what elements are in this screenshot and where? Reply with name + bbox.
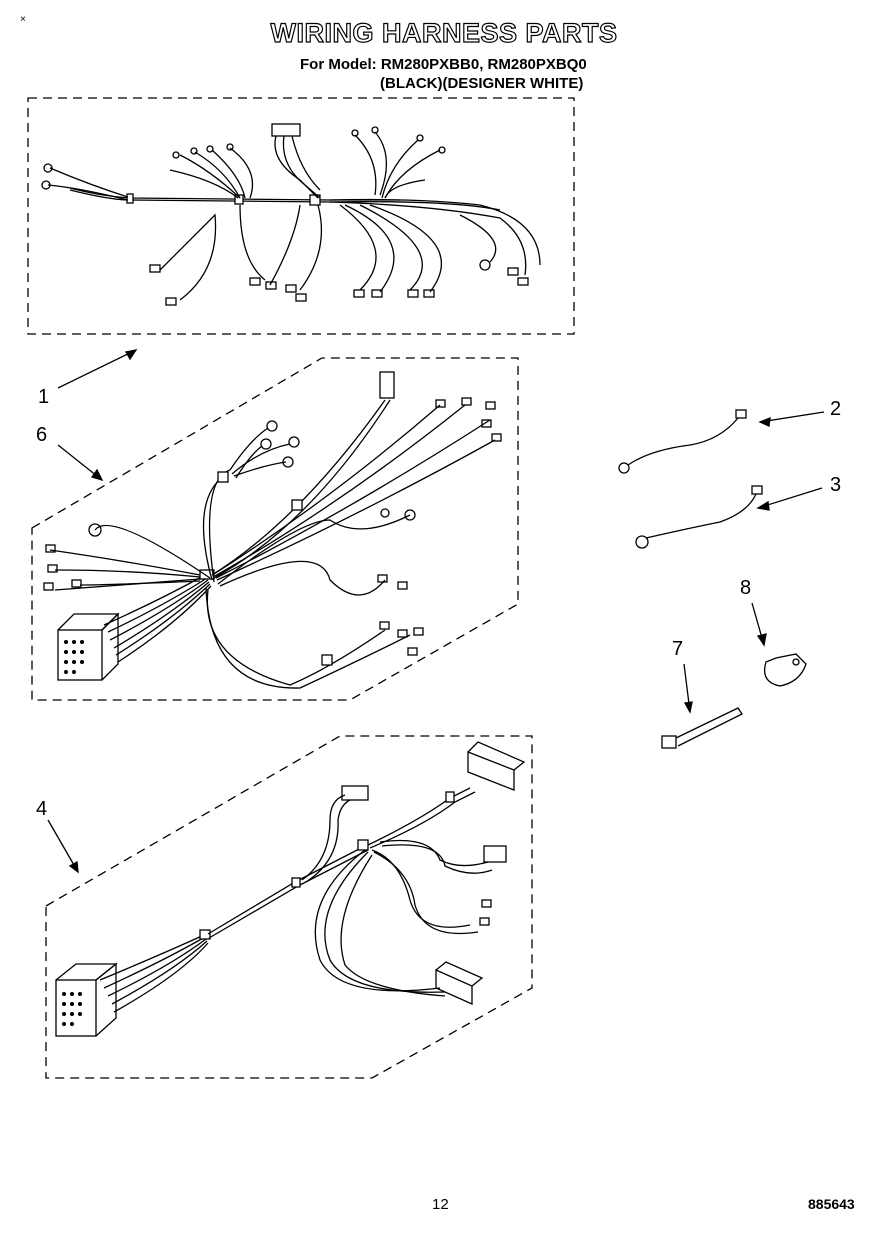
- part-4-harness: [55, 741, 526, 1037]
- part-4-outline: [45, 735, 533, 1079]
- part-6-harness: [43, 371, 502, 689]
- callout-3: 3: [830, 474, 842, 496]
- callout-6: 6: [36, 424, 48, 446]
- part-2-wire: [618, 409, 825, 474]
- page-number: 12: [432, 1196, 449, 1213]
- leader-1: [57, 349, 137, 389]
- page-title: WIRING HARNESS PARTS: [270, 17, 618, 48]
- leader-4: [47, 819, 79, 873]
- callout-7: 7: [672, 638, 684, 660]
- callout-4: 4: [36, 798, 48, 820]
- part-1-outline: [27, 97, 575, 335]
- callout-1: 1: [38, 386, 50, 408]
- document-number: 885643: [808, 1196, 855, 1212]
- part-1-harness: [41, 123, 541, 306]
- model-line: For Model: RM280PXBB0, RM280PXBQ0: [300, 56, 587, 73]
- corner-mark: ×: [20, 14, 26, 25]
- part-7-tie: [661, 663, 743, 749]
- part-8-clip: [751, 602, 807, 687]
- callout-2: 2: [830, 398, 842, 420]
- part-3-wire: [635, 485, 823, 549]
- callout-8: 8: [740, 577, 752, 599]
- color-line: (BLACK)(DESIGNER WHITE): [380, 75, 584, 92]
- part-6-outline: [31, 357, 519, 701]
